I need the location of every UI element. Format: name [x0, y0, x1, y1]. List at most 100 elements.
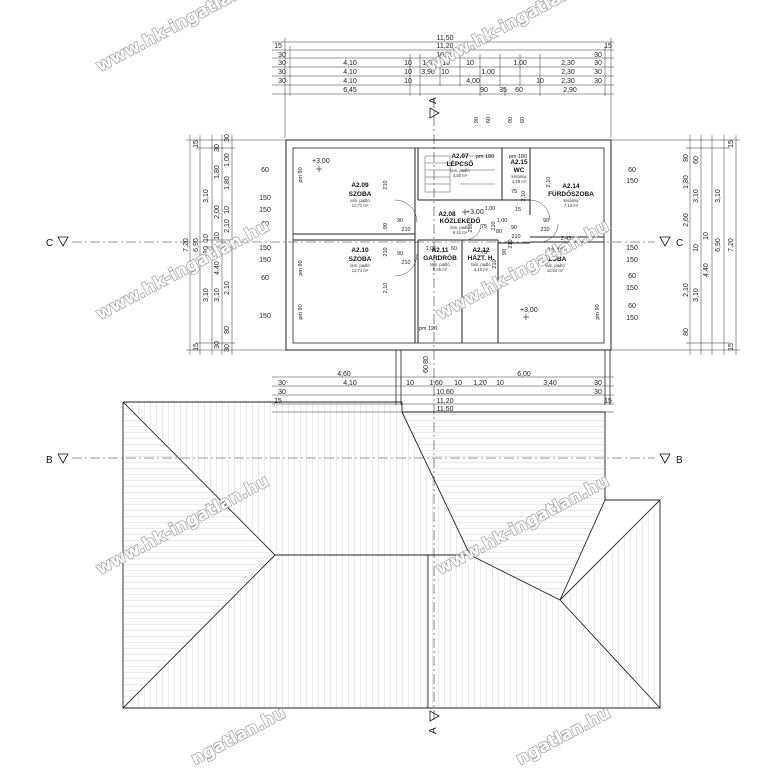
room-a207: A2.07 LÉPCSŐ lam. padló 4,50 m²	[447, 153, 474, 178]
opening-label: 15	[515, 207, 521, 213]
dim-top-r7a: 6,45	[343, 87, 357, 94]
section-c-right-marker	[659, 236, 671, 247]
dim-top-r5g: 2,30	[561, 69, 575, 76]
opening-label: pm 180	[509, 154, 527, 160]
dim-bottom-r2e: 10	[454, 380, 462, 387]
section-b-right-marker	[659, 453, 671, 464]
dim-top-r5a: 30	[278, 69, 286, 76]
dim-right-op4: 60	[628, 273, 636, 280]
level-mark: +3,00	[312, 158, 330, 165]
opening-label: pm 90	[595, 304, 601, 319]
dim-bottom-r2f: 1,20	[473, 380, 487, 387]
opening-label: 210	[508, 239, 514, 248]
dim-left-mid-a: 15	[193, 140, 200, 148]
dim-top-r5h: 30	[594, 69, 602, 76]
opening-label: 75	[511, 189, 517, 195]
dim-left-i1a: 3,10	[203, 189, 210, 203]
dim-top-r5d: 3,90	[421, 69, 435, 76]
room-code: A2.15	[510, 159, 528, 166]
dim-left-i1b: 10	[203, 234, 210, 242]
stair-treads	[424, 155, 495, 193]
opening-label: 210	[401, 260, 410, 266]
dim-left-i2c: 2,00	[214, 205, 221, 219]
dim-right-i1d: 4,40	[703, 263, 710, 277]
room-code: A2.07	[451, 153, 469, 160]
room-name: LÉPCSŐ	[447, 159, 474, 168]
opening-label: 2,10	[383, 283, 389, 294]
dim-left-i2a: 30	[214, 144, 221, 152]
dim-left-op6: 150	[259, 257, 271, 264]
dim-left-op2: 150	[259, 195, 271, 202]
opening-label: 210	[401, 227, 410, 233]
dim-bottom-r1b: 6,00	[517, 371, 531, 378]
dim-right-op8: 150	[626, 315, 638, 322]
opening-label: 2,10	[521, 191, 527, 202]
dim-left-i2g: 30	[214, 341, 221, 349]
dim-bottom-small1: 60	[423, 365, 430, 373]
dim-left-i3g: 80	[224, 326, 231, 334]
section-b-right-label: B	[676, 455, 683, 466]
dim-left-op1: 60	[261, 167, 269, 174]
dim-right-op3: 150	[626, 245, 638, 252]
room-a208: A2.08 KÖZLEKEDŐ lam. padló 8,41 m²	[438, 211, 480, 235]
opening-label: 210	[511, 234, 520, 240]
dim-left-op4: 60	[261, 221, 269, 228]
room-code: A2.08	[438, 211, 456, 218]
opening-label: 210	[492, 259, 498, 268]
dim-right-i1g: 80	[683, 328, 690, 336]
room-area: 7,13 m²	[564, 203, 579, 208]
dim-left-i3h: 30	[224, 344, 231, 352]
section-markers: C C B B A A	[46, 97, 683, 734]
room-floor: lam. padló	[450, 225, 470, 230]
level-mark: +3,00	[520, 307, 538, 314]
room-a213: A2.13 SZOBA lam. padló 10,54 m²	[544, 247, 567, 273]
dim-top-r7d: 60	[515, 87, 523, 94]
opening-label: 90	[511, 225, 517, 231]
room-a211: A2.11 GARDRÓB lam. padló 5,05 m²	[423, 247, 457, 272]
section-a-bottom-label: A	[428, 727, 439, 734]
dim-left-i3a: 30	[224, 134, 231, 142]
opening-label: 80	[496, 229, 502, 235]
watermark-text: www.hk-ingatlan.hu	[93, 216, 273, 324]
dim-bottom-r2g: 10	[496, 380, 504, 387]
roof-plan	[122, 401, 661, 709]
dim-top-r3c: 30	[594, 52, 602, 59]
room-name: SZOBA	[349, 191, 372, 198]
dim-top-op2: 60	[486, 117, 492, 123]
interior-walls	[293, 148, 604, 343]
dim-bottom-r4b: 11,20	[437, 398, 454, 405]
watermark-text: ngatlan.hu	[513, 703, 614, 768]
dim-left-i2e: 4,40	[214, 261, 221, 275]
dim-right-i2f: 6,90	[715, 238, 722, 252]
opening-label: 1,00	[497, 218, 508, 224]
vertical-opening-labels: pm 90 pm 90 pm 90 pm 90 210 2,10 90 210 …	[298, 167, 601, 319]
top-opening-dims: 90 60 90 60	[474, 117, 526, 123]
room-name: HÁZT. H.	[468, 253, 495, 262]
roof-outline	[122, 401, 661, 709]
dim-bottom-r2a: 30	[278, 380, 286, 387]
room-name: FÜRDŐSZOBA	[548, 189, 594, 198]
room-floor: lam. padló	[471, 262, 491, 267]
dim-right-outer: 7,20	[728, 238, 735, 252]
room-code: A2.12	[472, 247, 490, 254]
right-dimension-texts: 80 1,80 2,60 4,40 3,10 3,10 80 60 3,10 1…	[626, 140, 735, 351]
room-a212: A2.12 HÁZT. H. lam. padló 2,10 m²	[468, 247, 495, 272]
room-area: 4,50 m²	[453, 173, 468, 178]
dim-right-i1e: 3,10	[693, 189, 700, 203]
dim-bottom-r2i: 30	[594, 380, 602, 387]
opening-label: 1,00	[485, 206, 496, 212]
opening-label: pm 90	[298, 167, 304, 182]
dim-right-mid-a: 15	[728, 140, 735, 148]
dim-top-r6c: 10	[404, 78, 412, 85]
dim-right-op7: 60	[628, 303, 636, 310]
dim-right-op6: 150	[626, 285, 638, 292]
room-floor: lam. padló	[430, 262, 450, 267]
dim-top-r6d: 4,00	[466, 78, 480, 85]
room-a215: A2.15 WC kerámia 1,58 m²	[510, 159, 528, 184]
dim-right-i2b: 3,10	[715, 189, 722, 203]
opening-label: pm 90	[298, 304, 304, 319]
dim-top-r4a: 30	[278, 60, 286, 67]
dim-top-r7b: 90	[480, 87, 488, 94]
dim-right-op1: 60	[628, 167, 636, 174]
dim-bottom-r4a: 15	[274, 398, 282, 405]
